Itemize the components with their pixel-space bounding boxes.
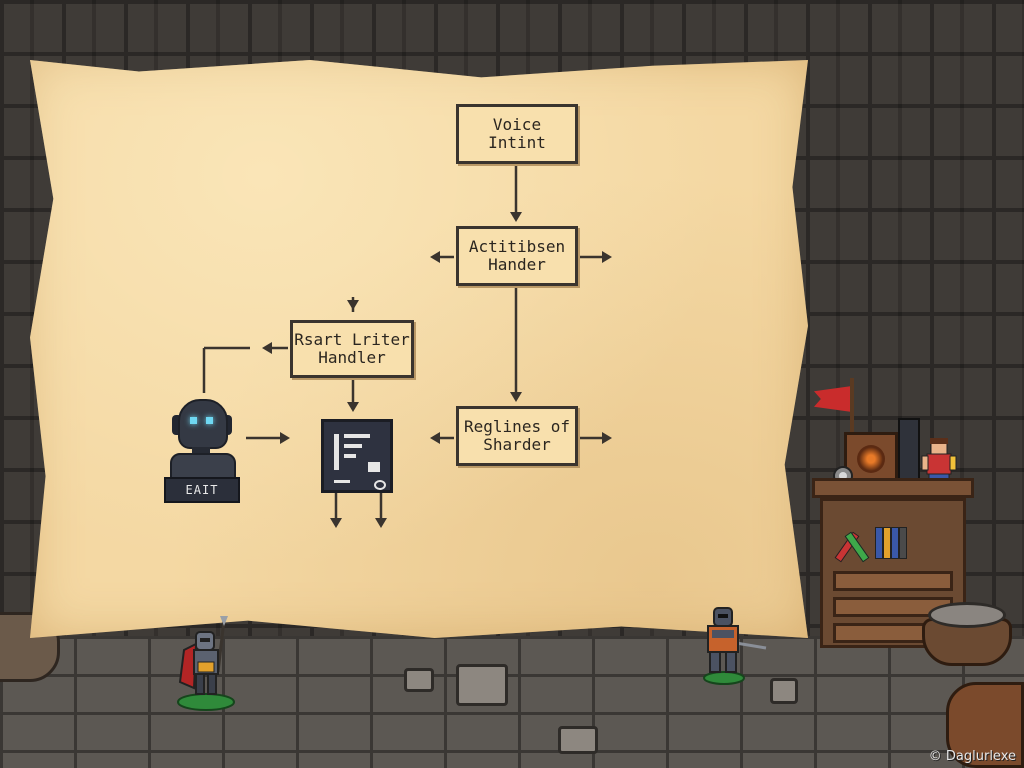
book — [883, 527, 891, 559]
node-reglines-sharder[interactable]: Reglines of Sharder — [456, 406, 578, 466]
node-action-handler[interactable]: Actitibsen Hander — [456, 226, 578, 286]
stone-rubble — [770, 678, 798, 704]
book — [899, 527, 907, 559]
parchment-scroll — [30, 60, 808, 638]
shelf-top — [812, 478, 974, 498]
robot-neck — [192, 447, 210, 455]
robot-head — [178, 399, 228, 449]
robot-eye — [190, 417, 197, 424]
node-voice-intent[interactable]: Voice Intint — [456, 104, 578, 164]
sun-emblem-icon — [857, 445, 885, 473]
barrel — [946, 682, 1024, 768]
basin-rim — [928, 602, 1006, 628]
book — [891, 527, 899, 559]
stone-rubble — [456, 664, 508, 706]
robot-eye — [206, 417, 213, 424]
flag-pole — [850, 378, 854, 438]
robot-ear — [172, 415, 182, 435]
shelf-drawer[interactable] — [833, 571, 953, 591]
stone-basin — [922, 602, 1012, 668]
book — [875, 527, 883, 559]
terminal-icon[interactable] — [321, 419, 393, 493]
enemy-soldier-sprite[interactable] — [696, 604, 770, 688]
robot-nameplate: EAIT — [164, 477, 240, 503]
watermark-text: © Daglurlexe — [928, 749, 1016, 764]
robot-icon[interactable]: EAIT — [164, 393, 240, 507]
cobblestone-floor — [0, 636, 1024, 768]
stone-rubble — [558, 726, 598, 754]
stone-rubble — [404, 668, 434, 692]
node-rsart-handler[interactable]: Rsart Lriter Handler — [290, 320, 414, 378]
hero-knight-sprite[interactable] — [174, 616, 240, 714]
